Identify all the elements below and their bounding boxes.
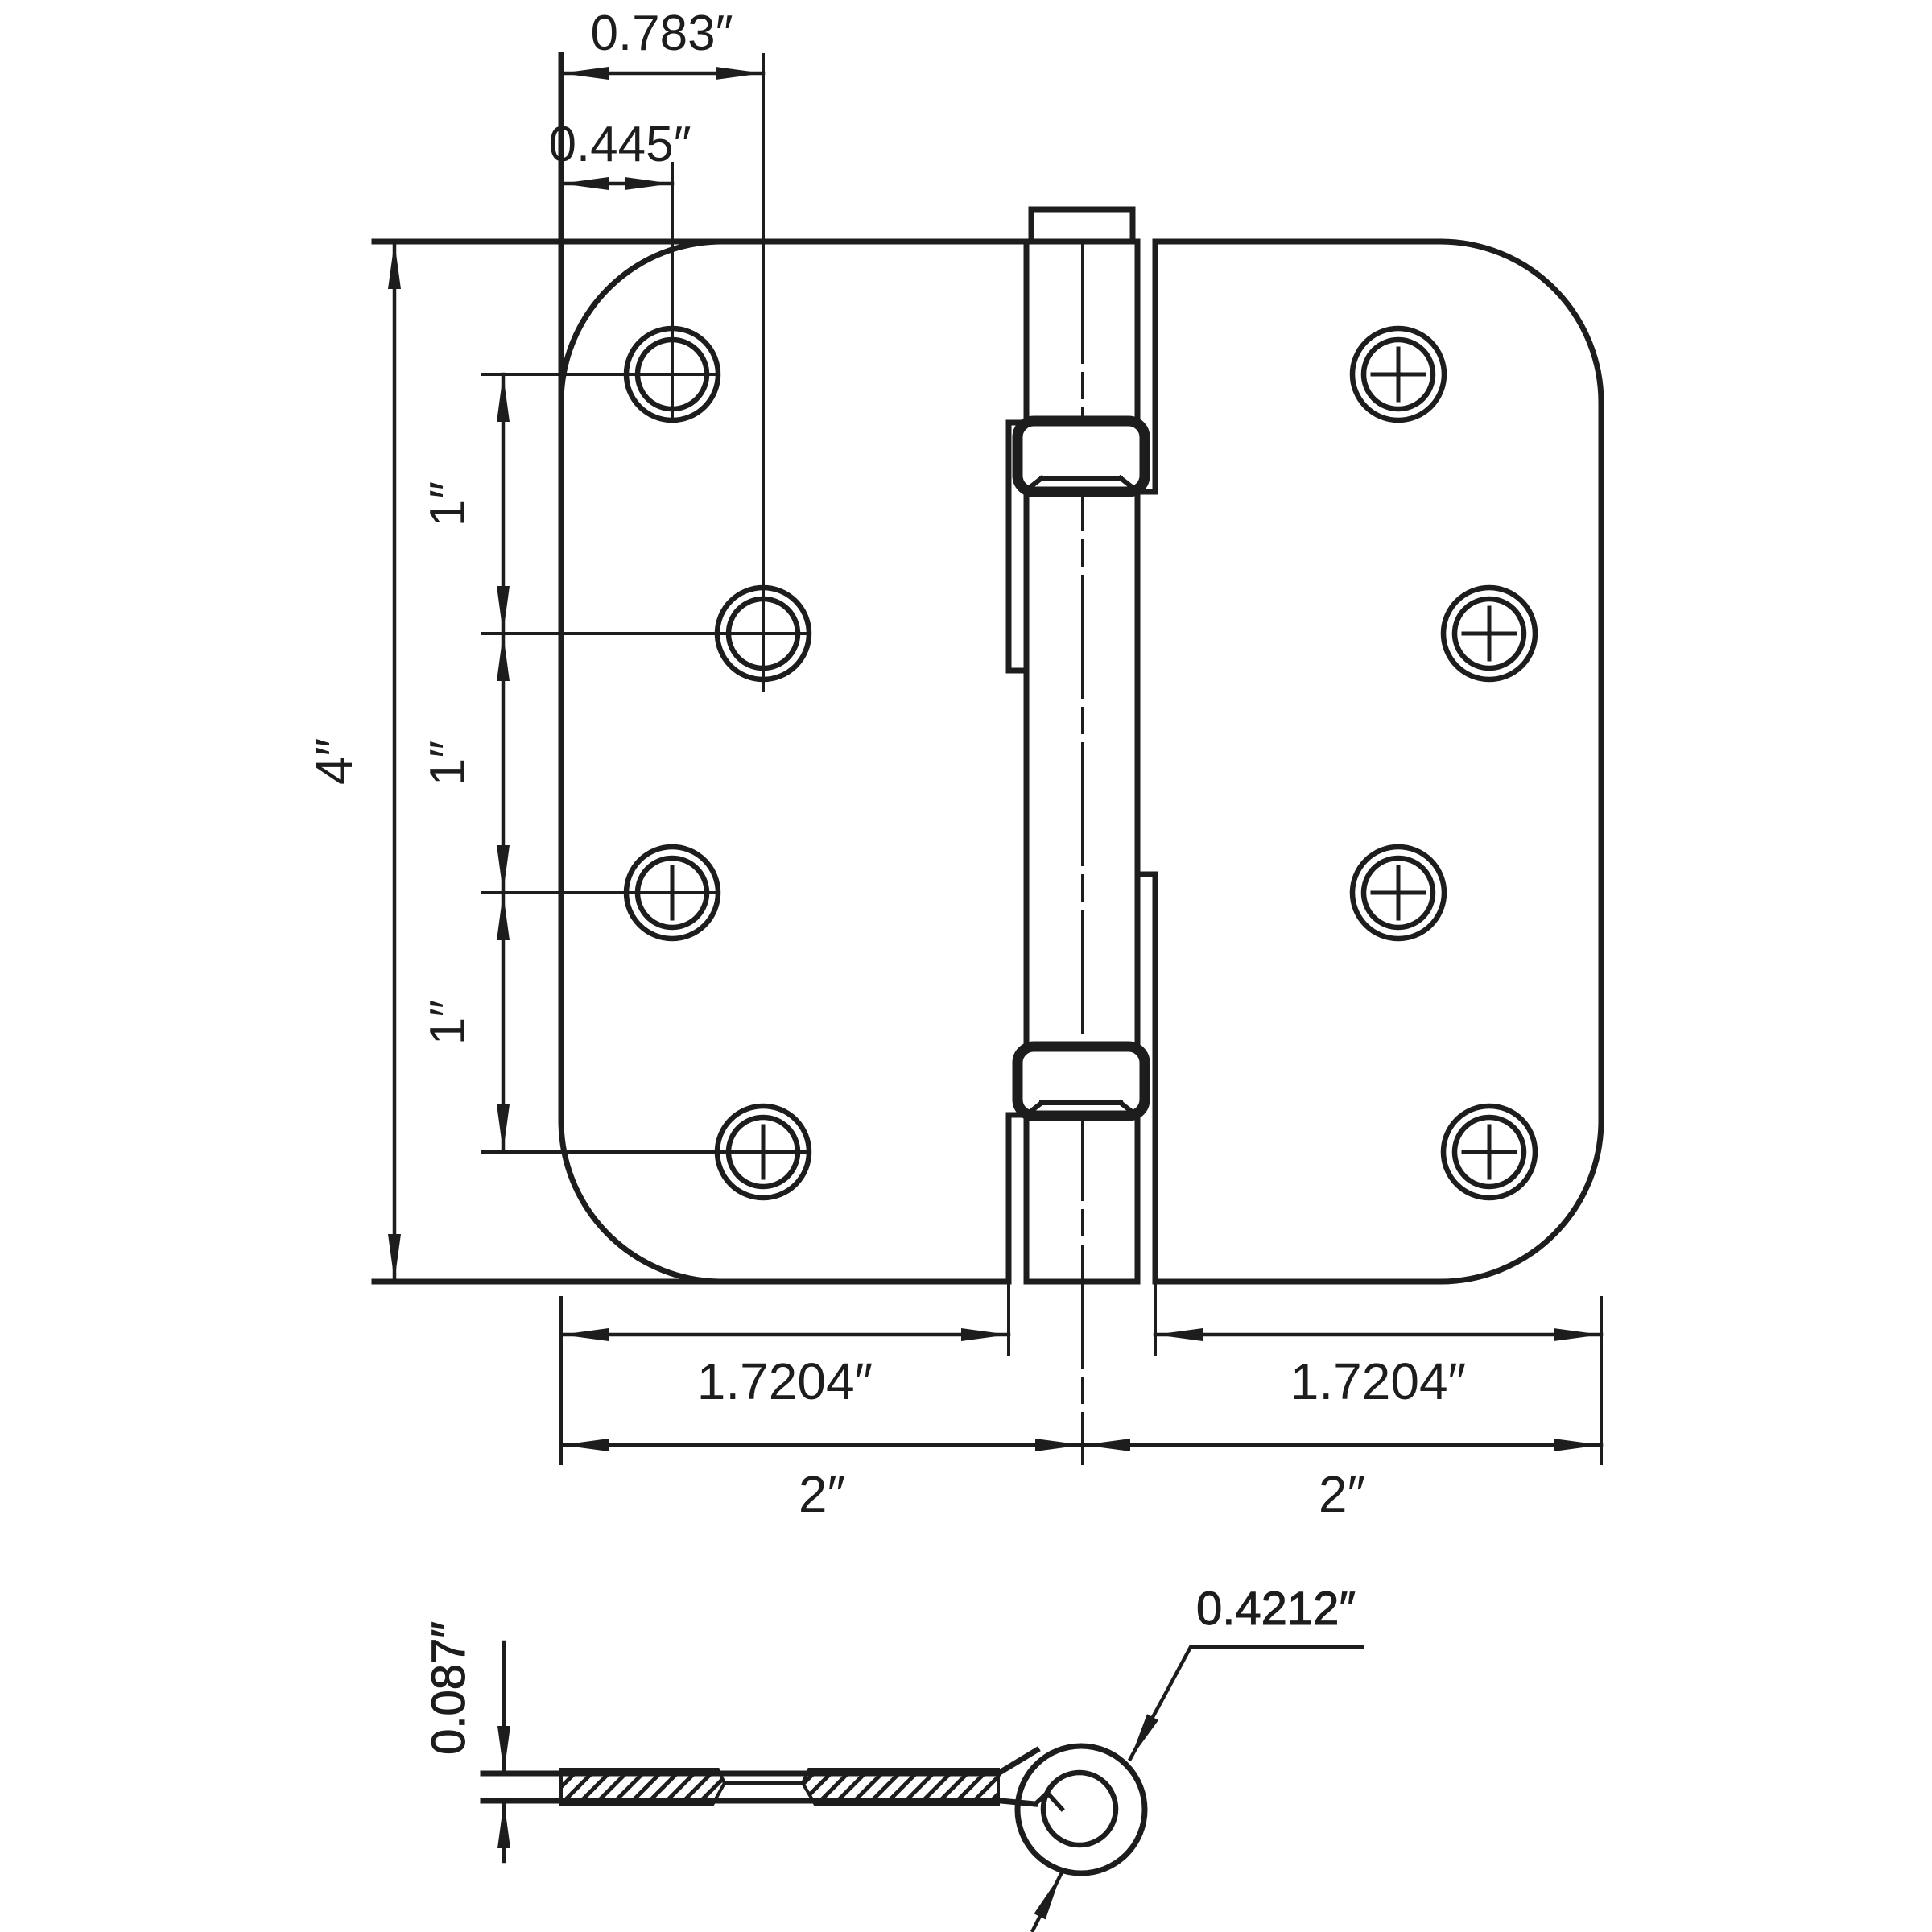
section-view: 0.087″ 0.4212″ <box>423 1583 1364 1932</box>
curl-outer-circle <box>1014 1743 1148 1876</box>
dim-label-hole-pitch-2: 1″ <box>420 741 476 786</box>
bearing-ring-bottom <box>1012 1041 1150 1121</box>
corner-arc-bottom-left <box>558 1117 725 1285</box>
corner-arc-top-left <box>558 238 725 406</box>
curl-spiral-notch <box>1032 1790 1065 1812</box>
screw-hole <box>1349 844 1447 942</box>
hinge-barrel <box>1005 206 1158 1285</box>
bearing-rings <box>1012 415 1150 1121</box>
dim-label-leaf-width-right: 1.7204″ <box>1290 1352 1466 1410</box>
dim-label-hole-col-outer: 0.783″ <box>590 6 733 61</box>
dim-label-knuckle-diameter: 0.4212″ <box>1196 1583 1356 1635</box>
extension-lines <box>481 53 1603 1465</box>
dim-label-overall-height: 4″ <box>305 738 363 785</box>
dim-label-leaf-thickness: 0.087″ <box>423 1621 475 1755</box>
knuckle-diameter-leader <box>1127 1645 1364 1762</box>
plate-to-curl-top-slant <box>994 1746 1041 1777</box>
knuckle-curl <box>1014 1743 1148 1876</box>
section-hatch-right <box>800 1768 1000 1806</box>
curl-inner-circle <box>1040 1769 1119 1848</box>
bearing-ring-bottom-notch-r <box>1117 1099 1139 1118</box>
screw-hole <box>1440 1103 1538 1201</box>
leader-line-knuckle <box>1127 1645 1364 1762</box>
hinge-leaf-outlines <box>371 52 1604 1285</box>
dim-label-leaf-width-left: 1.7204″ <box>697 1352 873 1410</box>
corner-arc-bottom-right <box>1437 1117 1604 1285</box>
dim-label-hole-pitch-3: 1″ <box>420 1000 476 1045</box>
bearing-ring-top-notch-r <box>1117 474 1139 493</box>
bearing-ring-bottom-notch-l <box>1023 1099 1046 1118</box>
pin-cap <box>1028 206 1136 245</box>
dimension-lines <box>388 67 1604 1451</box>
bearing-ring-top <box>1012 415 1150 497</box>
bearing-ring-top-notch-l <box>1023 474 1046 493</box>
dim-label-hole-pitch-1: 1″ <box>420 481 476 526</box>
screw-hole <box>1440 584 1538 683</box>
dim-label-half-width-right: 2″ <box>1319 1465 1365 1523</box>
leader-line-curl-bottom <box>1030 1871 1064 1932</box>
dim-label-hole-col-inner: 0.445″ <box>548 117 691 172</box>
plan-view: 0.783″ 0.445″ 4″ 1″ 1″ 1″ 1.7204″ 1.7204… <box>305 6 1604 1523</box>
corner-arc-top-right <box>1437 238 1604 406</box>
plan-dimension-labels: 0.783″ 0.445″ 4″ 1″ 1″ 1″ 1.7204″ 1.7204… <box>305 6 1466 1523</box>
screw-hole <box>1349 325 1447 423</box>
dim-label-half-width-left: 2″ <box>799 1465 845 1523</box>
